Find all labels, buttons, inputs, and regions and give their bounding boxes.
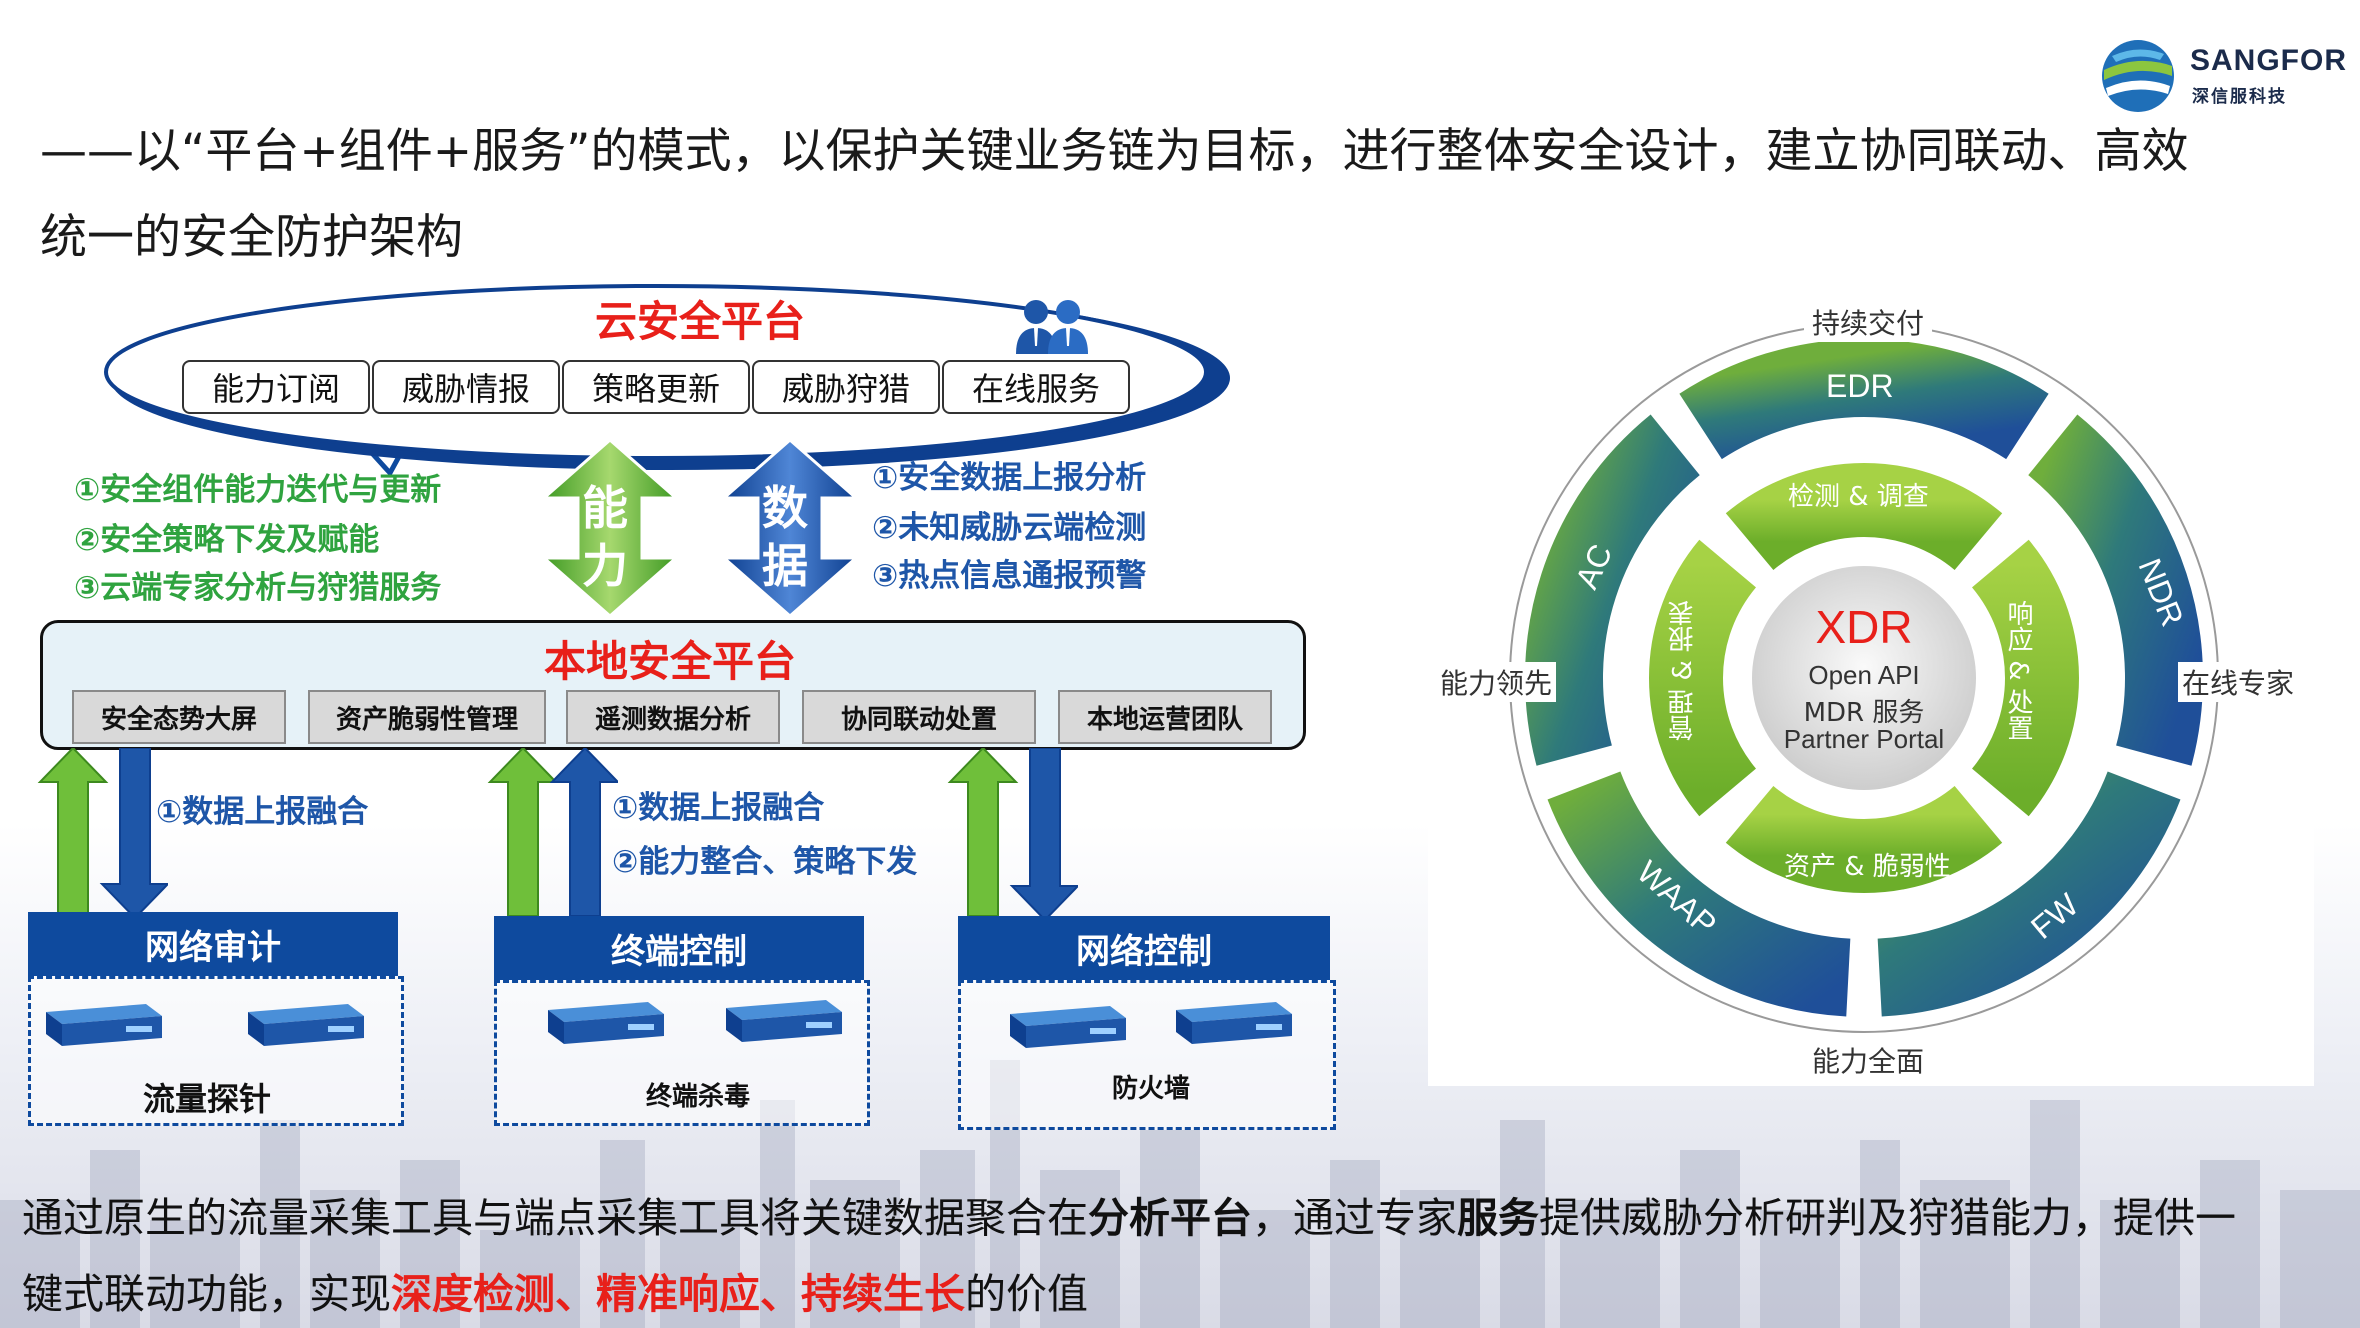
firewall-device-icon <box>1176 1002 1292 1044</box>
xdr-wheel <box>1509 323 2219 1033</box>
xdr-outer-segment-edr <box>1679 339 2049 460</box>
footer-line-1-e: 提供威胁分析研判及狩猎能力，提供一 <box>1539 1194 2236 1242</box>
xdr-outer-segment-ac <box>1525 414 1701 766</box>
probe-device-icon <box>46 1004 162 1046</box>
xdr-inner-respond: 响应 & 处置 <box>2003 600 2033 741</box>
footer-line-2-c: 的价值 <box>965 1270 1088 1318</box>
middle-link-arrows <box>487 748 618 917</box>
right-link-arrows <box>947 748 1078 920</box>
xdr-axis-right: 在线专家 <box>2178 662 2299 702</box>
xdr-inner-detect: 检测 & 调查 <box>1788 482 1929 512</box>
xdr-inner-manage: 管理 & 报表 <box>1668 600 1698 741</box>
xdr-inner-segment-asset <box>1725 785 2003 893</box>
component-endpoint-control-header: 终端控制 <box>494 916 864 980</box>
footer-line-2: 键式联动功能，实现深度检测、精准响应、持续生长的价值 <box>22 1260 1088 1320</box>
capability-arrow-char-2: 力 <box>582 539 628 593</box>
cloud-platform-title: 云安全平台 <box>594 297 805 346</box>
city-skyline-background <box>0 1060 2360 1328</box>
component-network-control-label: 防火墙 <box>1112 1074 1191 1104</box>
xdr-axis-top: 持续交付 <box>1804 302 1933 342</box>
xdr-center-line-1: Open API <box>1808 660 1920 690</box>
sangfor-globe-icon <box>2102 40 2174 112</box>
component-endpoint-control-label: 终端杀毒 <box>646 1082 751 1112</box>
data-note-1: ①安全数据上报分析 <box>872 460 1147 496</box>
xdr-center-line-3: Partner Portal <box>1783 724 1945 754</box>
cloud-item-policy-update: 策略更新 <box>562 360 750 414</box>
cloud-item-threat-intel: 威胁情报 <box>372 360 560 414</box>
footer-line-2-highlight: 深度检测、精准响应、持续生长 <box>391 1270 965 1318</box>
xdr-inner-segment-detect <box>1725 463 2003 571</box>
data-note-3: ③热点信息通报预警 <box>872 558 1147 594</box>
xdr-outer-edr: EDR <box>1826 368 1894 404</box>
local-item-telemetry-analysis: 遥测数据分析 <box>566 690 780 744</box>
xdr-outer-segment-waap <box>1547 770 1851 1017</box>
middle-link-note-2: ②能力整合、策略下发 <box>612 844 918 880</box>
footer-line-2-a: 键式联动功能，实现 <box>22 1270 391 1318</box>
firewall-device-icon <box>1010 1006 1126 1048</box>
brand-name: SANGFOR <box>2190 44 2347 77</box>
cloud-item-threat-hunting: 威胁狩猎 <box>752 360 940 414</box>
data-arrow-char-2: 据 <box>762 539 808 593</box>
xdr-center-line-2: MDR 服务 <box>1803 698 1925 728</box>
local-item-local-ops-team: 本地运营团队 <box>1058 690 1272 744</box>
xdr-center-title: XDR <box>1815 601 1913 653</box>
data-note-2: ②未知威胁云端检测 <box>872 510 1147 546</box>
component-network-audit-box <box>28 976 404 1126</box>
xdr-outer-segment-ndr <box>2027 414 2203 766</box>
footer-line-1-c: ，通过专家 <box>1252 1194 1457 1242</box>
middle-link-note-1: ①数据上报融合 <box>612 790 825 826</box>
heading-line-1: ——以“平台+组件+服务”的模式，以保护关键业务链为目标，进行整体安全设计，建立… <box>40 124 2189 179</box>
left-link-arrows <box>37 748 168 918</box>
footer-line-1-a: 通过原生的流量采集工具与端点采集工具将关键数据聚合在 <box>22 1194 1088 1242</box>
component-network-control-header: 网络控制 <box>958 916 1330 980</box>
heading-line-2: 统一的安全防护架构 <box>40 210 463 265</box>
local-platform-title: 本地安全平台 <box>543 637 796 686</box>
capability-arrow-icon <box>540 438 680 618</box>
brand-name-cn: 深信服科技 <box>2192 87 2287 107</box>
footer-line-1-service: 服务 <box>1457 1194 1539 1242</box>
endpoint-device-icon <box>726 1000 842 1042</box>
local-item-coordinated-response: 协同联动处置 <box>802 690 1036 744</box>
footer-line-1-analysis-platform: 分析平台 <box>1088 1194 1252 1242</box>
xdr-inner-segment-manage <box>1649 539 1757 817</box>
capability-note-1: ①安全组件能力迭代与更新 <box>74 472 442 508</box>
xdr-axis-left: 能力领先 <box>1436 662 1557 702</box>
brand-logo: SANGFOR 深信服科技 <box>2098 36 2346 116</box>
endpoint-device-icon <box>548 1002 664 1044</box>
left-link-note: ①数据上报融合 <box>156 794 369 830</box>
xdr-inner-asset: 资产 & 脆弱性 <box>1784 852 1951 882</box>
component-network-audit-header: 网络审计 <box>28 912 398 976</box>
cloud-item-online-service: 在线服务 <box>942 360 1130 414</box>
local-item-situation-screen: 安全态势大屏 <box>72 690 286 744</box>
capability-arrow-char-1: 能 <box>582 481 628 535</box>
probe-device-icon <box>248 1004 364 1046</box>
xdr-inner-segment-respond <box>1971 539 2079 817</box>
xdr-outer-segment-fw <box>1877 770 2181 1017</box>
xdr-axis-bottom: 能力全面 <box>1804 1040 1933 1080</box>
component-network-audit-label: 流量探针 <box>143 1080 272 1118</box>
experts-icon <box>1016 300 1088 354</box>
capability-note-3: ③云端专家分析与狩猎服务 <box>74 570 442 606</box>
capability-note-2: ②安全策略下发及赋能 <box>74 522 380 558</box>
data-arrow-char-1: 数 <box>762 481 808 535</box>
footer-line-1: 通过原生的流量采集工具与端点采集工具将关键数据聚合在分析平台，通过专家服务提供威… <box>22 1184 2236 1244</box>
cloud-item-subscription: 能力订阅 <box>182 360 370 414</box>
data-arrow-icon <box>720 438 860 618</box>
local-item-asset-vulnerability: 资产脆弱性管理 <box>308 690 546 744</box>
